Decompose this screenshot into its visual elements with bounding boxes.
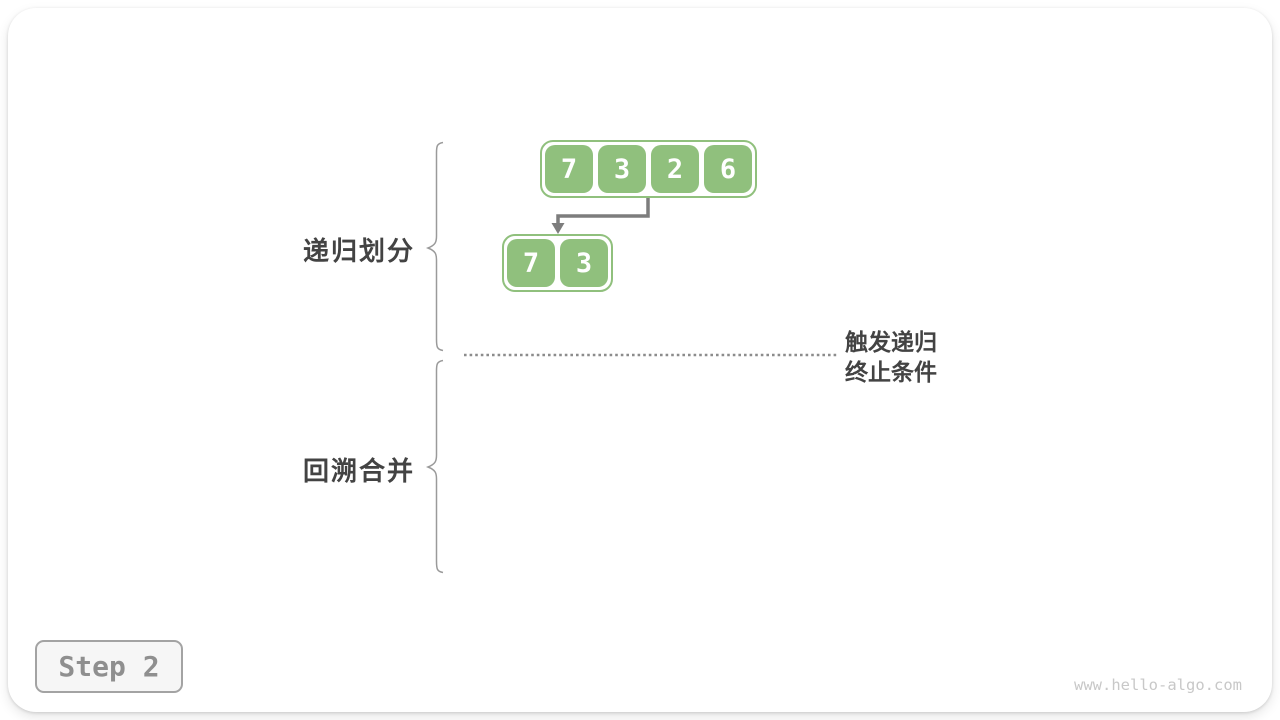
merge-brace (425, 359, 444, 574)
annotation-line2: 终止条件 (845, 359, 937, 385)
divide-arrow (551, 198, 650, 234)
array-cell: 7 (507, 239, 555, 287)
array-cell: 7 (545, 145, 593, 193)
annotation-line1: 触发递归 (845, 329, 937, 355)
array-cell: 6 (704, 145, 752, 193)
array-level-1: 7 3 (502, 234, 613, 292)
array-cell: 3 (560, 239, 608, 287)
watermark: www.hello-algo.com (1074, 676, 1242, 694)
diagram-card (8, 8, 1272, 712)
termination-dotted-line (464, 353, 837, 357)
phase-label-merge: 回溯合并 (303, 456, 416, 486)
step-label: Step 2 (58, 650, 160, 683)
array-cell: 3 (598, 145, 646, 193)
termination-annotation: 触发递归 终止条件 (845, 327, 937, 387)
divide-brace (425, 141, 444, 352)
phase-label-divide: 递归划分 (303, 236, 416, 266)
step-badge: Step 2 (35, 640, 183, 693)
array-level-0: 7 3 2 6 (540, 140, 757, 198)
array-cell: 2 (651, 145, 699, 193)
